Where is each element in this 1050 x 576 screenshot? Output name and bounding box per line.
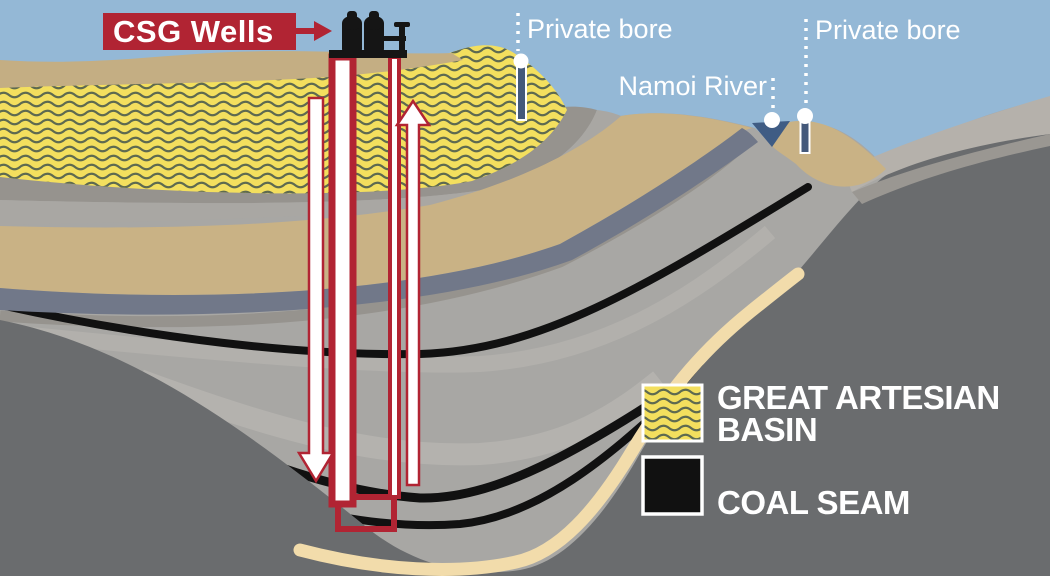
up-arrow-icon bbox=[394, 98, 432, 487]
right-hill-gray-band bbox=[843, 96, 1050, 192]
wellhead-icon bbox=[329, 11, 410, 58]
slate-layer bbox=[0, 128, 758, 315]
callout-arrow-icon bbox=[314, 21, 332, 41]
basement-rock bbox=[0, 128, 1050, 576]
well-completion-box bbox=[335, 494, 397, 532]
right-hill-gray-band-2 bbox=[852, 134, 1050, 204]
private-bore-left-label: Private bore bbox=[527, 14, 673, 44]
down-arrow-icon bbox=[296, 96, 336, 484]
gray-band-deep-3 bbox=[136, 369, 667, 466]
legend-gab-swatch-waves bbox=[641, 383, 704, 443]
legend-gab-label-line2: BASIN bbox=[717, 411, 817, 448]
legend-coal-swatch bbox=[641, 455, 704, 516]
bore-dot-icon bbox=[797, 108, 813, 124]
namoi-river-label: Namoi River bbox=[618, 71, 767, 101]
private-bore-left-marker bbox=[513, 13, 529, 121]
gray-band-under-gab-1 bbox=[0, 106, 597, 204]
cream-basal-layer bbox=[293, 267, 805, 576]
private-bore-right-label: Private bore bbox=[815, 15, 961, 45]
csg-well-structure bbox=[296, 53, 432, 532]
gray-band-deep-2 bbox=[0, 225, 776, 373]
bore-dot-icon bbox=[513, 53, 529, 69]
river-dot-icon bbox=[764, 112, 780, 128]
private-bore-right-marker bbox=[797, 19, 813, 154]
legend-gab-label-line1: GREAT ARTESIAN bbox=[717, 379, 1000, 416]
well-casing-left bbox=[328, 53, 357, 508]
bore-pipe-icon bbox=[516, 63, 527, 121]
tan-middle-layer bbox=[0, 113, 752, 296]
callout-arrow-shaft bbox=[296, 28, 314, 34]
csg-wells-callout: CSG Wells bbox=[103, 13, 332, 50]
bore-pipe-icon bbox=[799, 119, 811, 154]
namoi-river-water bbox=[752, 121, 790, 147]
namoi-river-marker bbox=[764, 78, 780, 128]
csg-label-box bbox=[103, 13, 296, 50]
legend-coal-label: COAL SEAM bbox=[717, 484, 910, 521]
csg-wells-label: CSG Wells bbox=[113, 14, 274, 49]
legend: GREAT ARTESIAN BASIN COAL SEAM bbox=[641, 379, 1000, 521]
